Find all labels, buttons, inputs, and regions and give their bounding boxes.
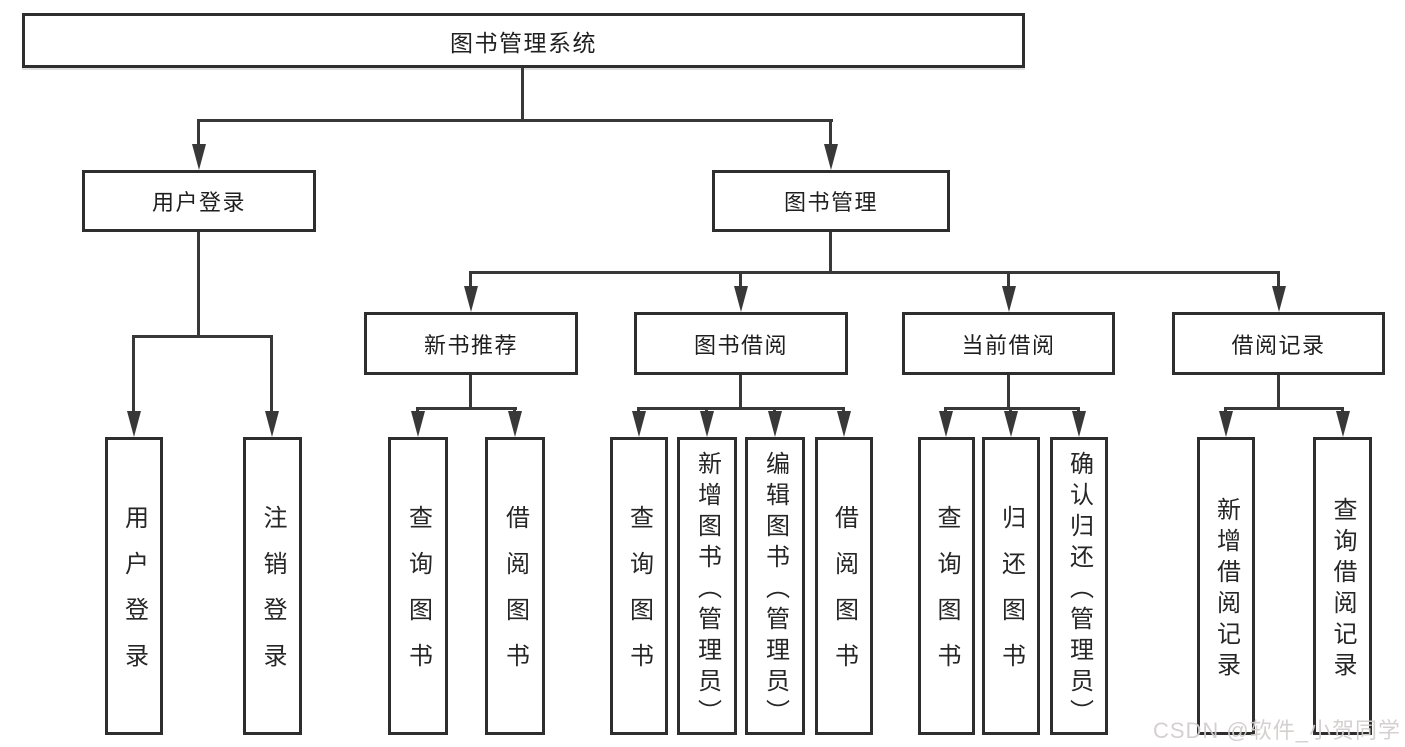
arrowhead-down-icon	[1004, 411, 1018, 437]
node-label: 用户登录	[151, 190, 246, 215]
node-query-books-borrowing: 查询图书	[610, 437, 668, 735]
node-confirm-return-admin: 确认归还（管理员）	[1050, 437, 1108, 735]
connector-line	[944, 407, 1080, 410]
node-borrowing-records: 借阅记录	[1172, 312, 1385, 375]
node-label: 注销登录	[259, 505, 286, 689]
arrowhead-down-icon	[1072, 411, 1086, 437]
node-label: 编辑图书（管理员）	[761, 450, 789, 730]
connector-line	[270, 335, 273, 414]
node-new-book-recommendation: 新书推荐	[364, 312, 578, 375]
arrowhead-down-icon	[837, 411, 851, 437]
node-label: 借阅记录	[1231, 332, 1326, 358]
node-edit-books-admin: 编辑图书（管理员）	[745, 437, 805, 735]
connector-line	[197, 119, 200, 147]
connector-line	[829, 119, 832, 147]
node-return-books: 归还图书	[982, 437, 1040, 735]
arrowhead-down-icon	[127, 411, 141, 437]
arrowhead-down-icon	[1336, 411, 1350, 437]
arrowhead-down-icon	[939, 411, 953, 437]
connector-line	[1007, 271, 1010, 289]
arrowhead-down-icon	[768, 411, 782, 437]
connector-line	[1224, 407, 1344, 410]
node-label: 查询图书	[404, 505, 432, 689]
connector-line	[739, 271, 742, 289]
connector-line	[132, 335, 273, 338]
node-label: 查询图书	[933, 505, 960, 689]
node-current-borrowing: 当前借阅	[902, 312, 1115, 375]
arrowhead-down-icon	[1002, 286, 1016, 312]
arrowhead-down-icon	[192, 144, 206, 170]
node-label: 图书借阅	[693, 332, 788, 358]
node-label: 图书管理系统	[450, 29, 597, 56]
node-label: 借阅图书	[830, 505, 858, 689]
node-label: 新增图书（管理员）	[693, 450, 721, 730]
connector-line	[739, 375, 742, 410]
connector-line	[1277, 375, 1280, 410]
node-label: 查询借阅记录	[1329, 497, 1356, 683]
node-label: 图书管理	[783, 190, 878, 215]
connector-line	[521, 68, 524, 122]
node-label: 归还图书	[997, 505, 1025, 689]
connector-line	[132, 335, 135, 414]
connector-line	[469, 375, 472, 410]
node-label: 确认归还（管理员）	[1065, 450, 1093, 730]
node-user-login: 用户登录	[105, 437, 163, 735]
arrowhead-down-icon	[824, 144, 838, 170]
arrowhead-down-icon	[265, 411, 279, 437]
node-logout: 注销登录	[243, 437, 302, 735]
node-label: 新书推荐	[423, 332, 518, 358]
csdn-watermark: CSDN @软件_小贺同学	[1152, 718, 1401, 743]
node-label: 用户登录	[120, 505, 148, 689]
node-label: 新增借阅记录	[1212, 497, 1240, 683]
connector-line	[416, 407, 517, 410]
arrowhead-down-icon	[508, 411, 522, 437]
connector-line	[1277, 271, 1280, 289]
connector-line	[469, 271, 472, 289]
node-book-management: 图书管理	[712, 170, 950, 232]
node-borrow-books: 借阅图书	[815, 437, 873, 735]
node-library-system: 图书管理系统	[22, 13, 1025, 68]
connector-line	[197, 232, 200, 338]
connector-line	[469, 271, 1280, 274]
node-book-borrowing: 图书借阅	[634, 312, 848, 375]
node-label: 当前借阅	[961, 332, 1056, 358]
arrowhead-down-icon	[700, 411, 714, 437]
arrowhead-down-icon	[411, 411, 425, 437]
node-label: 借阅图书	[501, 505, 529, 689]
node-borrow-books-recommend: 借阅图书	[485, 437, 545, 735]
node-query-books-current: 查询图书	[918, 437, 975, 735]
connector-line	[637, 407, 845, 410]
arrowhead-down-icon	[734, 286, 748, 312]
node-user-login-group: 用户登录	[82, 170, 316, 232]
node-add-borrow-record: 新增借阅记录	[1197, 437, 1255, 735]
node-label: 查询图书	[625, 505, 653, 689]
arrowhead-down-icon	[1219, 411, 1233, 437]
arrowhead-down-icon	[632, 411, 646, 437]
node-add-books-admin: 新增图书（管理员）	[677, 437, 737, 735]
connector-line	[197, 119, 833, 122]
node-query-books-recommend: 查询图书	[388, 437, 448, 735]
connector-line	[1007, 375, 1010, 410]
arrowhead-down-icon	[1272, 286, 1286, 312]
node-query-borrow-record: 查询借阅记录	[1313, 437, 1372, 735]
connector-line	[829, 232, 832, 274]
arrowhead-down-icon	[464, 286, 478, 312]
